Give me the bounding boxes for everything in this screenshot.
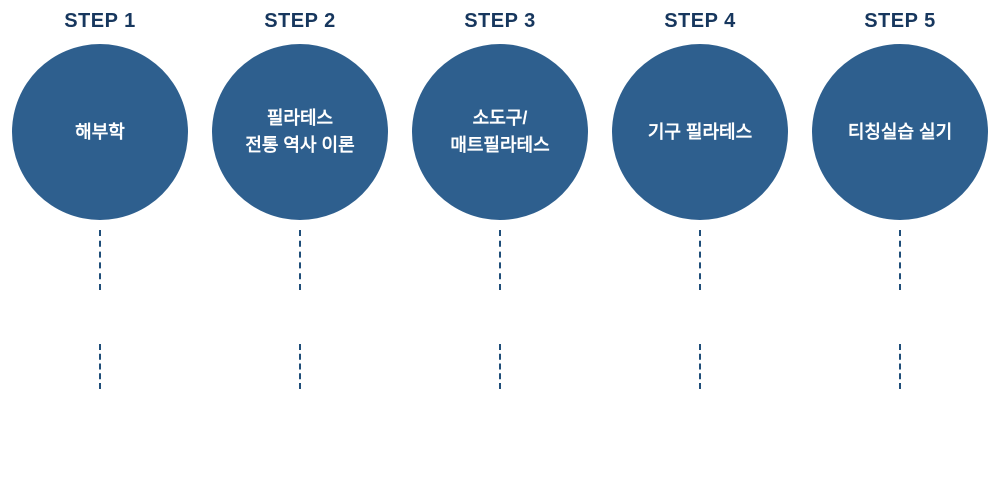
- step-1-dashed-connector-upper: [99, 230, 101, 290]
- step-2-dashed-connector-upper: [299, 230, 301, 290]
- step-3-title: 소도구/ 매트필라테스: [450, 108, 550, 155]
- step-2-title: 필라테스 전통 역사 이론: [245, 108, 355, 155]
- step-2-dashed-connector-lower: [299, 344, 301, 389]
- step-5-title: 티칭실습 실기: [847, 121, 953, 142]
- step-1-title: 해부학: [75, 121, 125, 142]
- step-4-circle: 기구 필라테스: [612, 44, 788, 220]
- step-column-4: STEP 4 기구 필라테스: [600, 0, 800, 389]
- step-1-dashed-connector-lower: [99, 344, 101, 389]
- step-1-label: STEP 1: [64, 10, 136, 32]
- step-1-circle: 해부학: [12, 44, 188, 220]
- step-5-dashed-connector-upper: [899, 230, 901, 290]
- pilates-curriculum-steps-diagram: STEP 1 해부학 STEP 2 필라테스 전통 역사 이론 STEP 3 소…: [0, 0, 1000, 389]
- step-column-1: STEP 1 해부학: [0, 0, 200, 389]
- step-3-dashed-connector-lower: [499, 344, 501, 389]
- step-5-dashed-connector-lower: [899, 344, 901, 389]
- step-column-3: STEP 3 소도구/ 매트필라테스: [400, 0, 600, 389]
- step-3-label: STEP 3: [464, 10, 536, 32]
- step-column-5: STEP 5 티칭실습 실기: [800, 0, 1000, 389]
- step-5-label: STEP 5: [864, 10, 936, 32]
- step-4-dashed-connector-upper: [699, 230, 701, 290]
- step-3-circle: 소도구/ 매트필라테스: [412, 44, 588, 220]
- step-2-circle: 필라테스 전통 역사 이론: [212, 44, 388, 220]
- step-4-dashed-connector-lower: [699, 344, 701, 389]
- step-column-2: STEP 2 필라테스 전통 역사 이론: [200, 0, 400, 389]
- step-5-circle: 티칭실습 실기: [812, 44, 988, 220]
- step-4-label: STEP 4: [664, 10, 736, 32]
- step-4-title: 기구 필라테스: [647, 121, 753, 142]
- step-2-label: STEP 2: [264, 10, 336, 32]
- step-3-dashed-connector-upper: [499, 230, 501, 290]
